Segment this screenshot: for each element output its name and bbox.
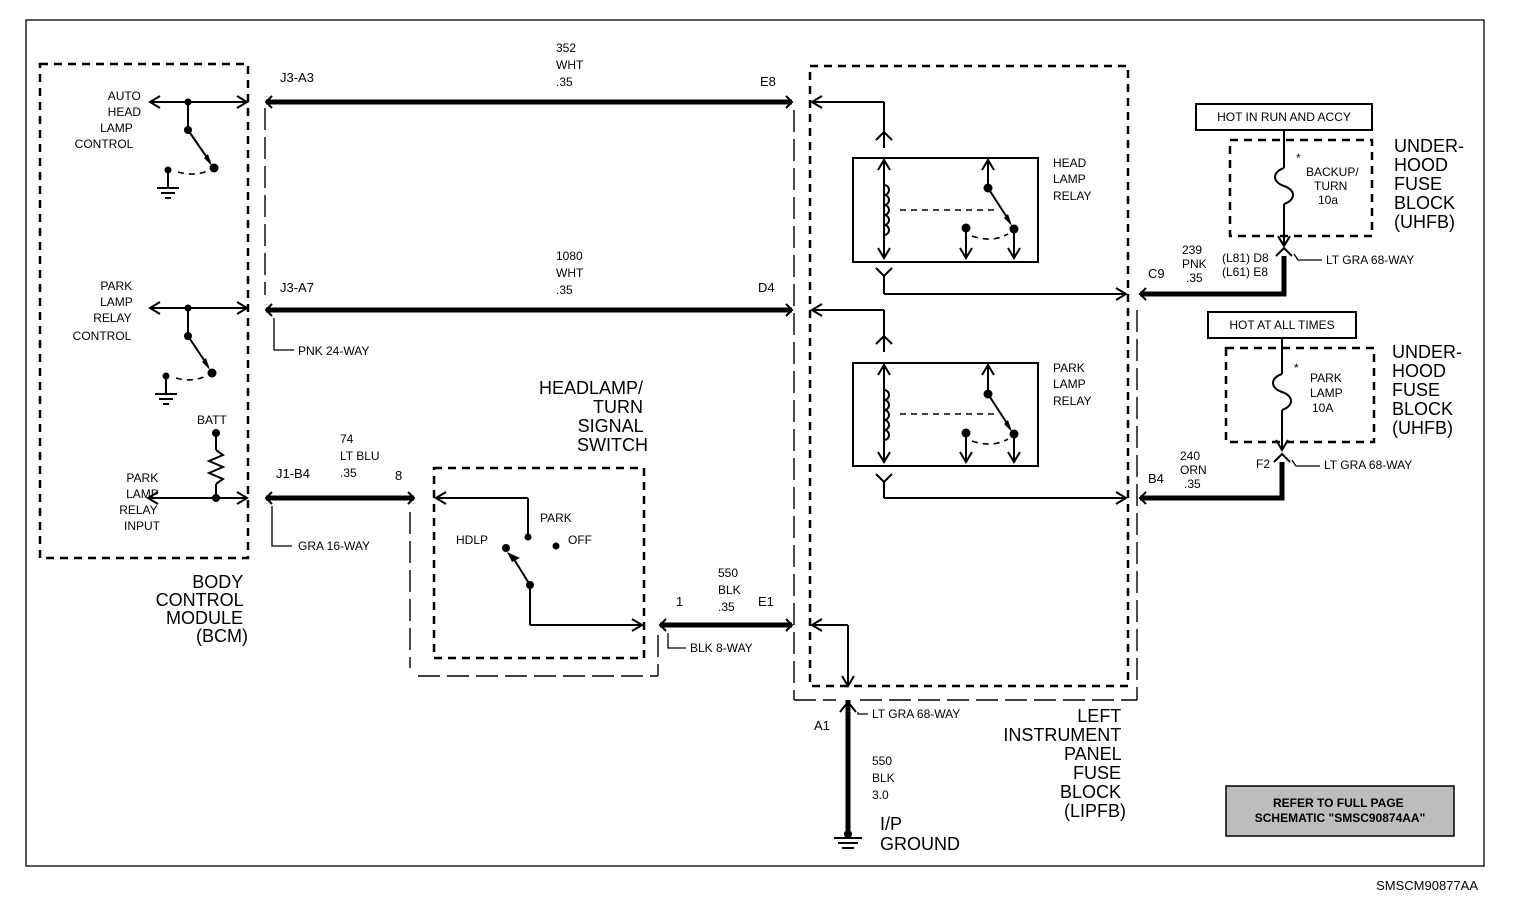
connector-gra-16-way: GRA 16-WAY <box>298 539 370 553</box>
batt-label: BATT <box>197 413 227 427</box>
wire-1080: J3-A7 1080 WHT .35 D4 PNK 24-WAY <box>264 249 794 358</box>
park-lamp-input-pullup <box>146 429 249 505</box>
connector-pin-8: 8 <box>395 468 402 483</box>
connector-j3-a3: J3-A3 <box>280 70 314 85</box>
uhfb-lower-label: UNDER- HOOD FUSE BLOCK (UHFB) <box>1392 342 1467 438</box>
connector-pin-1: 1 <box>676 594 683 609</box>
headlamp-turn-signal-switch: HEADLAMP/ TURN SIGNAL SWITCH PARK OFF HD… <box>432 378 648 660</box>
uhfb-upper-label: UNDER- HOOD FUSE BLOCK (UHFB) <box>1394 136 1469 232</box>
park-lamp-relay-switch <box>148 301 249 405</box>
connector-l61-e8: (L61) E8 <box>1222 265 1268 279</box>
wire-550-small: 550 BLK .35 1 E1 BLK 8-WAY <box>658 566 794 655</box>
diagram-id: SMSCM90877AA <box>1376 878 1478 893</box>
hot-at-all-times-label: HOT AT ALL TIMES <box>1229 318 1334 332</box>
connector-b4: B4 <box>1148 471 1164 486</box>
switch-off-label: OFF <box>568 533 592 547</box>
connector-lt-gra-68-way-upper: LT GRA 68-WAY <box>1326 253 1414 267</box>
park-lamp-relay-control-label: PARK LAMP RELAY CONTROL <box>73 279 136 343</box>
connector-e1: E1 <box>758 594 774 609</box>
wire-550-label: 550 BLK .35 <box>718 566 744 614</box>
wire-239-label: 239 PNK .35 <box>1182 243 1210 285</box>
connector-lt-gra-68-way-ground: LT GRA 68-WAY <box>872 707 960 721</box>
auto-headlamp-control-label: AUTO HEAD LAMP CONTROL <box>75 89 145 151</box>
switch-hdlp-label: HDLP <box>456 533 488 547</box>
fuse-star: * <box>1296 151 1301 165</box>
connector-j3-a7: J3-A7 <box>280 280 314 295</box>
wire-74: J1-B4 74 LT BLU .35 8 GRA 16-WAY <box>264 432 416 553</box>
connector-c9: C9 <box>1148 266 1165 281</box>
connector-pnk-24-way: PNK 24-WAY <box>298 344 369 358</box>
ground-wire-550: LT GRA 68-WAY A1 550 BLK 3.0 I/P GROUND <box>814 700 960 854</box>
head-lamp-relay: HEAD LAMP RELAY <box>810 95 1128 301</box>
park-lamp-relay-input-label: PARK LAMP RELAY INPUT <box>119 471 162 533</box>
switch-park-label: PARK <box>540 511 572 525</box>
lipfb-ground-path <box>810 618 855 688</box>
wire-240-label: 240 ORN .35 <box>1180 449 1210 491</box>
connector-blk-8-way: BLK 8-WAY <box>690 641 753 655</box>
connector-l81-d8: (L81) D8 <box>1222 251 1269 265</box>
body-control-module: AUTO HEAD LAMP CONTROL PARK LAMP <box>38 62 250 646</box>
connector-lt-gra-68-way-lower: LT GRA 68-WAY <box>1324 458 1412 472</box>
headlamp-switch-title: HEADLAMP/ TURN SIGNAL SWITCH <box>539 378 648 455</box>
connector-a1: A1 <box>814 718 830 733</box>
wire-550-ground-label: 550 BLK 3.0 <box>872 754 898 802</box>
wire-1080-label: 1080 WHT .35 <box>556 249 586 297</box>
hot-in-run-and-accy-label: HOT IN RUN AND ACCY <box>1217 110 1351 124</box>
underhood-fuse-block-lower: HOT AT ALL TIMES * PARK LAMP 10A UNDER- … <box>1138 311 1467 505</box>
wire-74-label: 74 LT BLU .35 <box>340 432 383 480</box>
connector-e8: E8 <box>760 74 776 89</box>
connector-j1-b4: J1-B4 <box>276 466 310 481</box>
head-lamp-relay-label: HEAD LAMP RELAY <box>1053 156 1091 203</box>
ip-ground-label: I/P GROUND <box>880 814 960 854</box>
park-lamp-relay: PARK LAMP RELAY <box>810 303 1128 505</box>
left-instrument-panel-fuse-block: HEAD LAMP RELAY <box>808 64 1130 821</box>
fuse-park-lamp-label: PARK LAMP 10A <box>1310 371 1346 415</box>
bcm-label: BODY CONTROL MODULE (BCM) <box>156 572 248 646</box>
refer-stamp-text: REFER TO FULL PAGE SCHEMATIC "SMSC90874A… <box>1255 796 1426 825</box>
refer-schematic-stamp: REFER TO FULL PAGE SCHEMATIC "SMSC90874A… <box>1225 785 1455 837</box>
connector-outlines <box>264 108 1138 701</box>
connector-f2: F2 <box>1256 457 1270 471</box>
lipfb-label: LEFT INSTRUMENT PANEL FUSE BLOCK (LIPFB) <box>1003 706 1126 821</box>
underhood-fuse-block-upper: HOT IN RUN AND ACCY * BACKUP/ TURN 10a U… <box>1138 103 1469 301</box>
connector-d4: D4 <box>758 280 775 295</box>
fuse-star-2: * <box>1294 361 1299 375</box>
park-lamp-relay-label: PARK LAMP RELAY <box>1053 361 1091 408</box>
auto-headlamp-switch <box>148 95 249 199</box>
wire-352-label: 352 WHT .35 <box>556 41 586 89</box>
diagram-border <box>25 19 1485 867</box>
fuse-backup-turn-label: BACKUP/ TURN 10a <box>1306 165 1362 207</box>
wire-352: J3-A3 352 WHT .35 E8 <box>264 41 794 109</box>
